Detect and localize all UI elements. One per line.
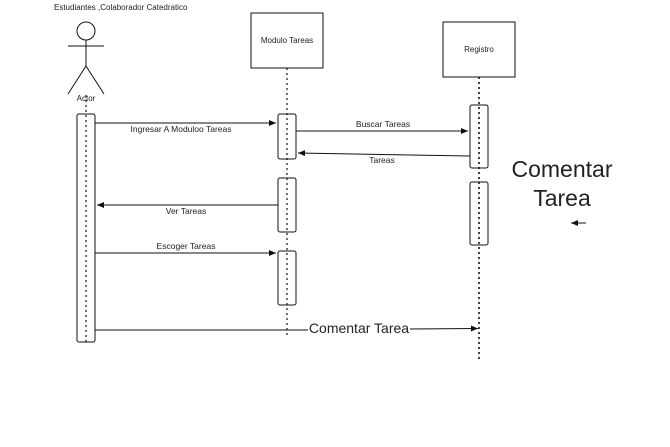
- actor-label: Actor: [77, 94, 96, 103]
- lifeline-label-modulo: Modulo Tareas: [261, 36, 313, 45]
- activation-modulo-3[interactable]: [277, 250, 297, 306]
- lifeline-box-modulo[interactable]: [250, 12, 324, 69]
- actor-leg-left: [67, 65, 87, 95]
- message-label-2: Buscar Tareas: [356, 119, 410, 129]
- activation-registro-2[interactable]: [469, 181, 489, 246]
- message-label-4: Ver Tareas: [166, 206, 206, 216]
- lifeline-label-registro: Registro: [464, 45, 494, 54]
- message-arrow-3[interactable]: [297, 150, 471, 157]
- actor-head: [76, 21, 96, 41]
- note-line-2: Tarea: [533, 185, 591, 211]
- actor-header: Estudiantes ,Colaborador Catedratico: [54, 3, 188, 12]
- message-label-3: Tareas: [369, 155, 395, 165]
- message-label-6: Comentar Tarea: [309, 320, 409, 336]
- actor-figure: [67, 21, 105, 95]
- activation-actor[interactable]: [76, 113, 96, 343]
- message-arrow-6-end[interactable]: [409, 325, 479, 332]
- activation-registro-1[interactable]: [469, 104, 489, 169]
- message-label-5: Escoger Tareas: [157, 241, 216, 251]
- actor-leg-right: [85, 65, 105, 95]
- message-label-1: Ingresar A Moduloo Tareas: [131, 124, 232, 134]
- lifeline-box-registro[interactable]: [442, 21, 516, 78]
- note-line-1: Comentar: [512, 156, 613, 182]
- activation-modulo-1[interactable]: [277, 113, 297, 160]
